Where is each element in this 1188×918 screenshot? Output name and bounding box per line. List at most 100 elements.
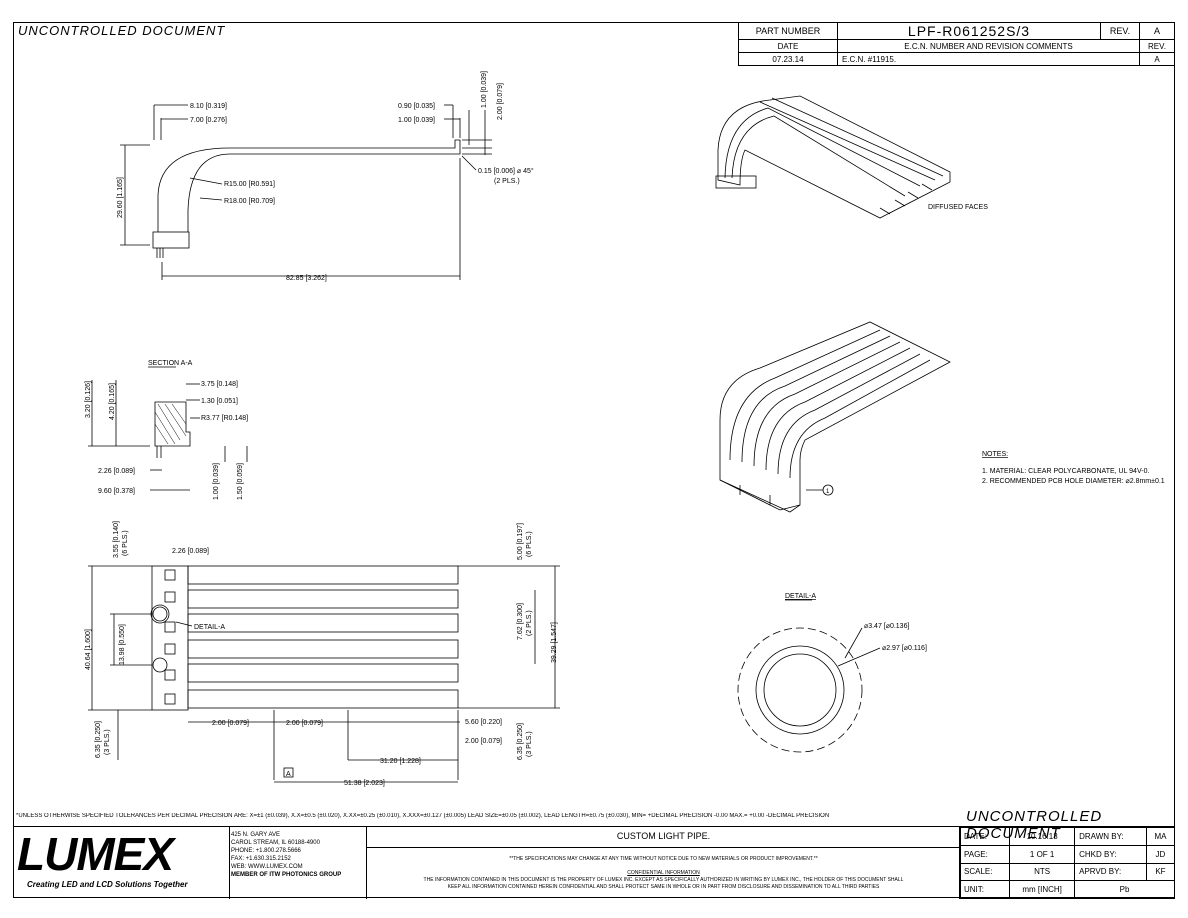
title-block: LUMEX Creating LED and LCD Solutions Tog… <box>13 826 1176 899</box>
note-2: 2. RECOMMENDED PCB HOLE DIAMETER: ⌀2.8mm… <box>982 478 1165 485</box>
scale-label: SCALE: <box>958 862 1011 882</box>
sec-150: 1.50 [0.059] <box>237 463 244 500</box>
unit-label: UNIT: <box>958 880 1011 899</box>
scale-value: NTS <box>1009 862 1076 882</box>
confidential-title: CONFIDENTIAL INFORMATION <box>627 870 700 876</box>
detail-a-callout: DETAIL-A <box>194 624 225 631</box>
lumex-logo: LUMEX <box>17 828 174 880</box>
dim-090: 0.90 [0.035] <box>398 103 435 110</box>
top-1398: 13.98 [0.550] <box>119 624 126 665</box>
revision-block: PART NUMBER LPF-R061252S/3 REV. A DATE E… <box>738 22 1175 66</box>
detail-347: ⌀3.47 [⌀0.136] <box>864 623 909 630</box>
dim-810: 8.10 [0.319] <box>190 103 227 110</box>
dim-8285: 82.85 [3.262] <box>286 275 327 282</box>
lumex-tagline: Creating LED and LCD Solutions Together <box>27 880 188 889</box>
aprvd-value: KF <box>1145 862 1176 882</box>
tolerance-note: *UNLESS OTHERWISE SPECIFIED TOLERANCES P… <box>16 813 830 819</box>
top-635l: 6.35 [0.250] <box>95 721 102 758</box>
sec-r377: R3.77 [R0.148] <box>201 415 248 422</box>
notes-title: NOTES: <box>982 451 1008 458</box>
top-3929: 39.29 [1.547] <box>551 622 558 663</box>
isometric-view-2 <box>719 321 951 513</box>
top-4064: 40.64 [1.600] <box>85 629 92 670</box>
top-762b: (2 PLS.) <box>526 610 533 636</box>
top-355: 3.55 [0.140] <box>113 521 120 558</box>
top-226: 2.26 [0.089] <box>172 548 209 555</box>
sec-320: 3.20 [0.126] <box>85 381 92 418</box>
sec-375: 3.75 [0.148] <box>201 381 238 388</box>
unit-value: mm [INCH] <box>1009 880 1076 899</box>
detail-a-view <box>737 599 881 753</box>
date-value: 10.16.13 <box>1009 827 1076 846</box>
chkd-value: JD <box>1145 844 1176 864</box>
drawing-title: CUSTOM LIGHT PIPE. <box>616 831 711 841</box>
addr-1: 425 N. GARY AVE <box>231 832 281 838</box>
radius-15: R15.00 [R0.591] <box>224 181 275 188</box>
datum-a: A <box>286 771 291 778</box>
revision-rev: A <box>1139 52 1175 66</box>
chkd-label: CHKD BY: <box>1074 844 1147 864</box>
top-635lb: (3 PLS.) <box>104 729 111 755</box>
spec-notice: **THE SPECIFICATIONS MAY CHANGE AT ANY T… <box>509 856 818 862</box>
diffused-faces-label: DIFFUSED FACES <box>928 204 988 211</box>
sec-130: 1.30 [0.051] <box>201 398 238 405</box>
top-view <box>88 565 560 783</box>
drawing-frame <box>13 22 1175 898</box>
top-3120: 31.20 [1.228] <box>380 758 421 765</box>
radius-18: R18.00 [R0.709] <box>224 198 275 205</box>
isometric-view-1 <box>715 95 951 219</box>
detail-297: ⌀2.97 [⌀0.116] <box>882 645 927 652</box>
note-1: 1. MATERIAL: CLEAR POLYCARBONATE, UL 94V… <box>982 468 1149 475</box>
top-635r: 6.35 [0.250] <box>517 723 524 760</box>
logo-area: LUMEX Creating LED and LCD Solutions Tog… <box>13 827 230 899</box>
dim-700: 7.00 [0.276] <box>190 117 227 124</box>
section-view <box>88 366 248 491</box>
page-label: PAGE: <box>958 844 1011 864</box>
confidential-line-1: THE INFORMATION CONTAINED IN THIS DOCUME… <box>423 877 904 883</box>
revision-date: 07.23.14 <box>738 52 838 66</box>
drawn-value: MA <box>1145 827 1176 846</box>
top-5138: 51.38 [2.023] <box>344 780 385 787</box>
part-number-value: LPF-R061252S/3 <box>837 22 1101 40</box>
top-355b: (6 PLS.) <box>122 530 129 556</box>
section-title: SECTION A-A <box>148 360 193 367</box>
dim-100a: 1.00 [0.039] <box>398 117 435 124</box>
top-635rb: (3 PLS.) <box>526 731 533 757</box>
top-200a: 2.00 [0.079] <box>212 720 249 727</box>
member: MEMBER OF ITW PHOTONICS GROUP <box>231 872 342 878</box>
top-560: 5.60 [0.220] <box>465 719 502 726</box>
fax: FAX: +1.630.315.2152 <box>231 856 291 862</box>
title-area: CUSTOM LIGHT PIPE. **THE SPECIFICATIONS … <box>366 827 961 899</box>
sec-420: 4.20 [0.165] <box>109 383 116 420</box>
dim-100v: 1.00 [0.039] <box>481 71 488 108</box>
sec-100: 1.00 [0.039] <box>213 463 220 500</box>
sec-960: 9.60 [0.378] <box>98 488 135 495</box>
top-500: 5.00 [0.197] <box>517 523 524 560</box>
company-address: 425 N. GARY AVE CAROL STREAM, IL 60188-4… <box>231 831 341 879</box>
date-label: DATE: <box>958 827 1011 846</box>
aprvd-label: APRVD BY: <box>1074 862 1147 882</box>
dim-2960: 29.60 [1.165] <box>117 177 124 218</box>
rev-value: A <box>1139 22 1175 40</box>
top-200c: 2.00 [0.079] <box>465 738 502 745</box>
confidential-line-2: KEEP ALL INFORMATION CONTAINED HEREIN CO… <box>447 884 880 890</box>
drawn-label: DRAWN BY: <box>1074 827 1147 846</box>
web: WEB: WWW.LUMEX.COM <box>231 864 303 870</box>
dim-015: 0.15 [0.006] ⌀ 45° <box>478 167 534 175</box>
addr-2: CAROL STREAM, IL 60188-4900 <box>231 840 320 846</box>
revision-ecn: E.C.N. #11915. <box>837 52 1140 66</box>
detail-a-title: DETAIL-A <box>785 593 816 600</box>
item-balloon: 1 <box>826 489 830 495</box>
dim-200v: 2.00 [0.079] <box>497 83 504 120</box>
uncontrolled-label-top: UNCONTROLLED DOCUMENT <box>18 23 226 38</box>
top-762: 7.62 [0.300] <box>517 603 524 640</box>
dim-015b: (2 PLS.) <box>494 178 520 185</box>
pb-free-icon: Pb <box>1074 880 1175 899</box>
datum-box <box>283 767 294 778</box>
top-200b: 2.00 [0.079] <box>286 720 323 727</box>
top-500b: (6 PLS.) <box>526 531 533 557</box>
phone: PHONE: +1.800.278.5666 <box>231 848 301 854</box>
page-value: 1 OF 1 <box>1009 844 1076 864</box>
